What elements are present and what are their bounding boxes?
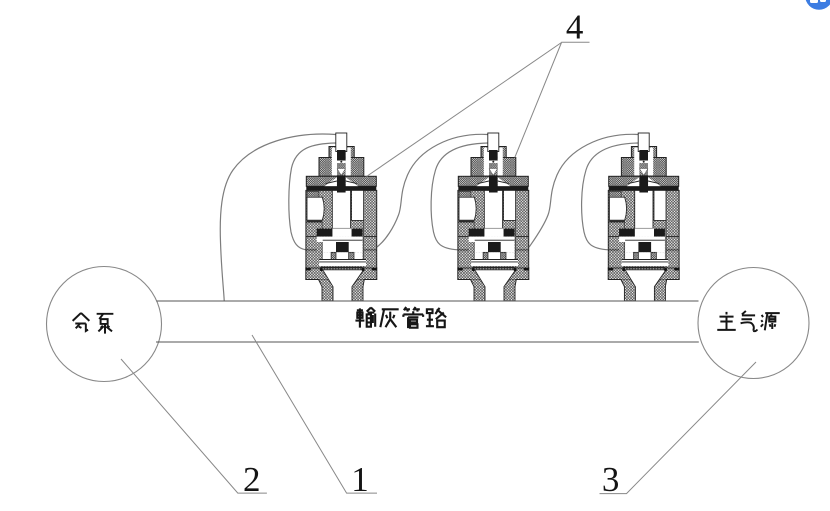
svg-text:3: 3	[602, 460, 620, 499]
svg-text:4: 4	[566, 8, 584, 47]
svg-text:2: 2	[243, 460, 261, 499]
svg-text:1: 1	[351, 460, 369, 499]
